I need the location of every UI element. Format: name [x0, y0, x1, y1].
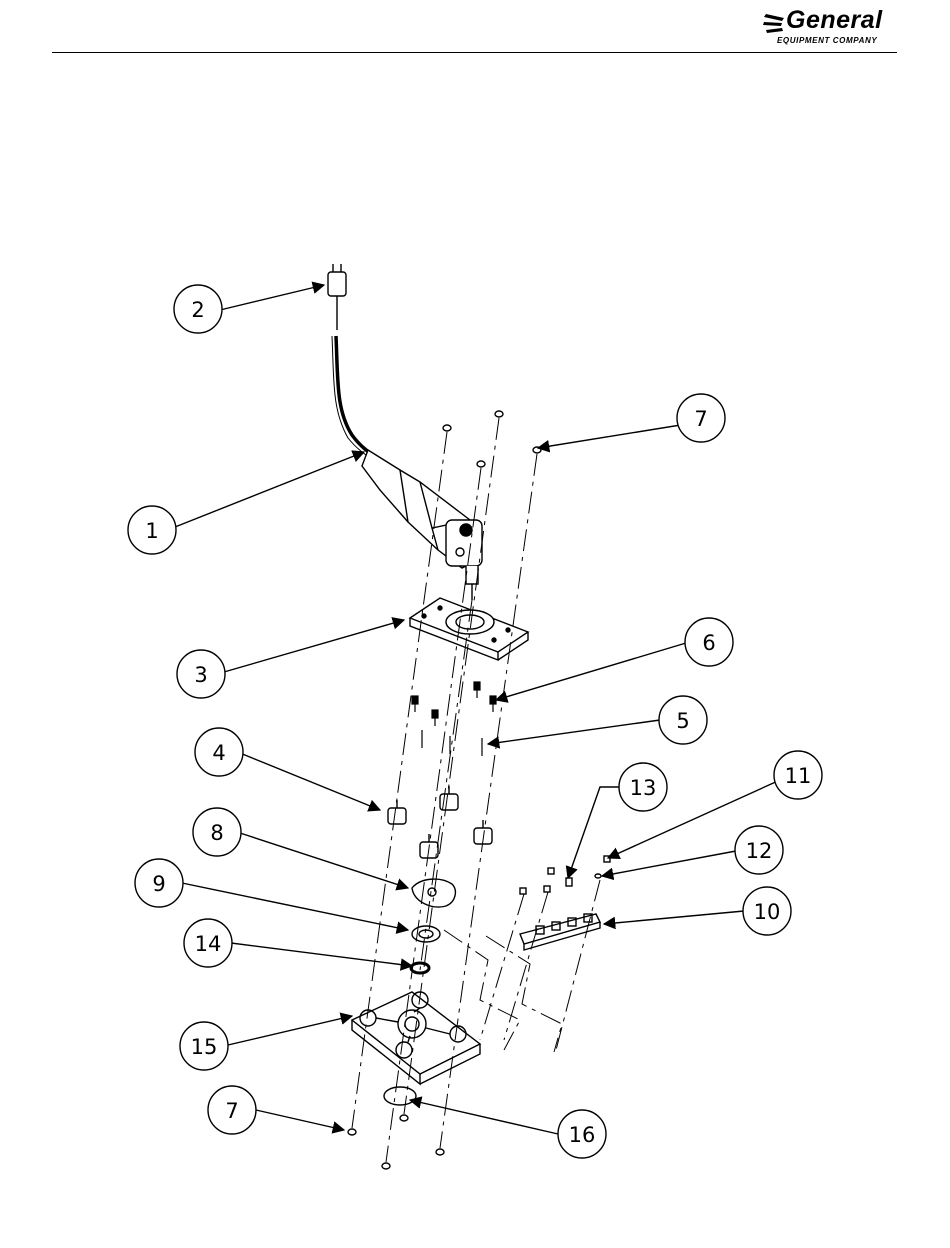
part-nuts-bottom [348, 1115, 444, 1169]
part-nuts-top [443, 411, 541, 467]
callout-label-5: 5 [676, 709, 689, 733]
callout-label-12: 12 [746, 839, 773, 863]
callout-label-9: 9 [152, 872, 165, 896]
callout-label-8: 8 [210, 821, 223, 845]
callout-label-6: 6 [702, 631, 715, 655]
callout-label-10: 10 [754, 900, 781, 924]
part-screws [412, 682, 496, 756]
callout-label-11: 11 [785, 764, 812, 788]
callout-bubbles [128, 285, 822, 1158]
assembly-drawing [328, 264, 610, 1169]
callout-label-3: 3 [194, 663, 207, 687]
callout-label-1: 1 [145, 519, 158, 543]
part-router-motor [332, 336, 482, 600]
callout-label-7b: 7 [225, 1099, 238, 1123]
callout-label-15: 15 [191, 1035, 218, 1059]
callout-label-4: 4 [212, 741, 225, 765]
part-small-fasteners [520, 856, 610, 894]
callout-label-7a: 7 [694, 407, 707, 431]
callout-label-16: 16 [569, 1123, 596, 1147]
part-base-plate [410, 598, 528, 660]
callout-label-2: 2 [191, 298, 204, 322]
callout-label-14: 14 [195, 932, 222, 956]
part-label-disc [384, 1087, 416, 1105]
part-cord-cap [328, 264, 346, 330]
callout-label-13: 13 [630, 776, 657, 800]
part-base-housing [352, 992, 480, 1084]
part-cam-plate [412, 879, 455, 907]
